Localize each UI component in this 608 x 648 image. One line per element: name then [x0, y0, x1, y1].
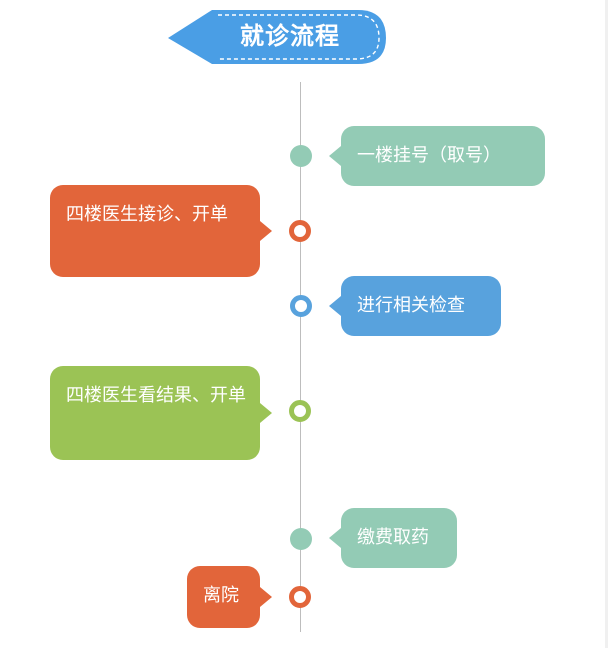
timeline-node-6 [289, 586, 311, 608]
title-banner-shape [168, 10, 386, 64]
step-bubble-1: 一楼挂号（取号） [329, 126, 545, 186]
step-bubble-4: 四楼医生看结果、开单 [50, 366, 272, 460]
timeline-node-4 [289, 400, 311, 422]
step-bubble-3: 进行相关检查 [329, 276, 501, 336]
page-title: 就诊流程 [240, 22, 340, 50]
timeline-node-3 [290, 295, 312, 317]
step-label-1: 一楼挂号（取号） [357, 145, 501, 166]
title-banner: 就诊流程 [168, 8, 388, 64]
right-edge-strip [605, 0, 608, 648]
step-bubble-6: 离院 [187, 566, 272, 628]
timeline-node-2 [289, 220, 311, 242]
step-bubble-5: 缴费取药 [329, 508, 457, 568]
timeline-node-1 [290, 145, 312, 167]
step-label-6: 离院 [203, 585, 239, 606]
timeline-line [300, 82, 301, 632]
step-bubble-2: 四楼医生接诊、开单 [50, 185, 272, 277]
timeline-node-5 [290, 528, 312, 550]
step-label-4: 四楼医生看结果、开单 [66, 385, 246, 406]
step-label-3: 进行相关检查 [357, 295, 465, 316]
step-label-2: 四楼医生接诊、开单 [66, 204, 228, 225]
step-label-5: 缴费取药 [357, 527, 429, 548]
